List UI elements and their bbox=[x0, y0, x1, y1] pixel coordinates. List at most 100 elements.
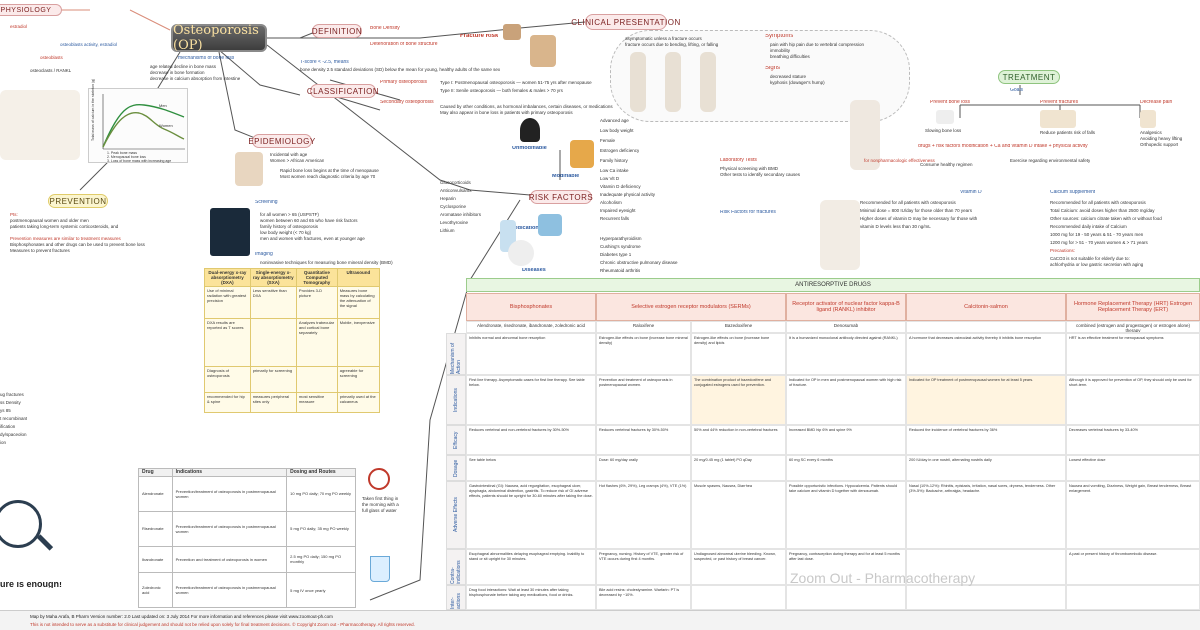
treatment-label: Treatment bbox=[1002, 72, 1056, 82]
risk-factors-bubble[interactable]: Risk Factors bbox=[528, 190, 594, 204]
adverse-cell: Hot flashes (6%, 29%), Leg cramps (4%), … bbox=[596, 481, 691, 549]
imaging-header-sxa: Single-energy x-ray absorptiometry (SXA) bbox=[249, 268, 297, 287]
adverse-cell: Possible opportunistic infections. Hypoc… bbox=[786, 481, 906, 549]
skeleton-figure bbox=[820, 200, 860, 270]
figure-silhouette-icon bbox=[520, 118, 540, 142]
xray-hand-image bbox=[210, 208, 250, 256]
water-glass-icon bbox=[370, 556, 390, 582]
row-label-text: Indications bbox=[453, 388, 459, 412]
imaging-cell: Measures bone mass by calculating the at… bbox=[336, 286, 381, 319]
indications-cell: First line therapy. Asymptomatic cases f… bbox=[466, 375, 596, 425]
vitamin-d-label: Vitamin D bbox=[960, 190, 982, 195]
drug-name: Ibandronate bbox=[138, 545, 173, 574]
risk-item: Female bbox=[600, 138, 616, 143]
col-calcitonin: Calcitonin-salmon bbox=[906, 293, 1066, 321]
tscore-label: T-score < -2.5, means bbox=[300, 60, 349, 65]
efficacy-cell: Increased BMD hip 6% and spine 9% bbox=[786, 425, 906, 455]
interactions-cell bbox=[691, 585, 786, 610]
indications-cell: Although it is approved for prevention o… bbox=[1066, 375, 1200, 425]
imaging-cell: primarily used at the calcaneus bbox=[336, 392, 381, 413]
risk-item: Estrogen deficiency bbox=[600, 148, 640, 153]
definition-bubble[interactable]: Definition bbox=[312, 24, 362, 38]
col-rankl: Receptor activator of nuclear factor kap… bbox=[786, 293, 906, 321]
imaging-cell: Analyzes trabecular and cortical bone se… bbox=[295, 318, 338, 367]
drug-name: Alendronate bbox=[138, 476, 173, 512]
imaging-cell: most sensitive measure bbox=[295, 392, 338, 413]
drug-dosing: 2.5 mg PO daily; 150 mg PO monthly bbox=[286, 545, 356, 574]
efficacy-cell: Reduces vertebral and non-vertebral frac… bbox=[466, 425, 596, 455]
drug-indication: Prevention/treatment of osteoporosis in … bbox=[171, 510, 288, 547]
watermark-text: Zoom Out - Pharmacotherapy bbox=[790, 570, 976, 586]
moa-cell: It is a humanized monoclonal antibody di… bbox=[786, 333, 906, 375]
row-label-text: Adverse Effects bbox=[453, 497, 459, 533]
adverse-cell: Gastrointestinal (GI): Nausea, acid regu… bbox=[466, 481, 596, 549]
prevention-bubble[interactable]: Prevention bbox=[48, 194, 108, 208]
risk-item: Low body weight bbox=[600, 128, 634, 133]
moa-cell: Inhibits normal and abnormal bone resorp… bbox=[466, 333, 596, 375]
risk-item: Recurrent falls bbox=[600, 216, 630, 221]
dosage-cell: See table below bbox=[466, 455, 596, 481]
classification-label: Classification bbox=[306, 86, 380, 96]
imaging-cell: recommended for hip & spine bbox=[204, 392, 251, 413]
unmodifiable-label: Unmodifiable bbox=[512, 146, 547, 151]
interactions-cell bbox=[1066, 585, 1200, 610]
example-drugs: Alendronate, risedronate, ibandronate, z… bbox=[466, 321, 596, 333]
example-drugs bbox=[906, 321, 1066, 333]
drug-indication: Prevention/treatment of osteoporosis in … bbox=[171, 572, 288, 608]
imaging-cell: Provides 3-D picture bbox=[295, 286, 338, 319]
col-label: Selective estrogen receptor modulators (… bbox=[631, 304, 751, 310]
primary-osteoporosis-label: Primary osteoporosis bbox=[380, 80, 427, 85]
body-organs-icon bbox=[508, 240, 534, 266]
risk-item: Cushing's syndrome bbox=[600, 244, 641, 249]
classification-bubble[interactable]: Classification bbox=[306, 84, 380, 98]
imaging-cell: Mobile, inexpensive bbox=[336, 318, 381, 367]
definition-label: Definition bbox=[311, 26, 363, 36]
women-label: Women bbox=[159, 123, 173, 128]
treatment-bubble[interactable]: Treatment bbox=[998, 70, 1060, 84]
pathophysiology-bubble[interactable]: PHYSIOLOGY bbox=[0, 4, 62, 16]
adverse-cell: Nasal (10%-12%): Rhinitis, epistaxis, ir… bbox=[906, 481, 1066, 549]
indications-col-header: Indications bbox=[171, 468, 288, 477]
indications-cell: Indicated for OP in men and postmenopaus… bbox=[786, 375, 906, 425]
pain-figure-icon bbox=[1140, 110, 1156, 128]
risk-item: Diabetes type 1 bbox=[600, 252, 632, 257]
imaging-cell: agreeable for screening bbox=[336, 366, 381, 393]
drug-indication: Prevention/treatment of osteoporosis in … bbox=[171, 476, 288, 512]
bone-icon bbox=[936, 110, 954, 124]
drug-name: Zoledronic acid bbox=[138, 572, 173, 608]
center-topic-osteoporosis[interactable]: Osteoporosis (OP) bbox=[171, 23, 267, 53]
col-bisphosphonates: Bisphosphonates bbox=[466, 293, 596, 321]
risk-item: Hyperparathyroidism bbox=[600, 236, 642, 241]
center-subtitle: mechanisms of bone loss bbox=[178, 56, 235, 61]
contra-cell: A past or present history of thromboembo… bbox=[1066, 549, 1200, 585]
risk-item: Impaired eyesight bbox=[600, 208, 636, 213]
pathophysiology-label: PHYSIOLOGY bbox=[0, 6, 52, 14]
risk-item: Rheumatoid arthritis bbox=[600, 268, 641, 273]
decrease-pain-label: Decrease pain bbox=[1140, 100, 1173, 105]
efficacy-cell: 50% and 44% reduction in non-vertebral f… bbox=[691, 425, 786, 455]
spine-figure-1 bbox=[630, 52, 646, 112]
prevent-bone-loss-label: Prevent bone loss bbox=[930, 100, 971, 105]
women-curve bbox=[102, 112, 185, 148]
example-drugs: Raloxifene bbox=[596, 321, 691, 333]
medication-item: Aromatase inhibitors bbox=[440, 212, 482, 217]
drug-dosing: 10 mg PO daily; 70 mg PO weekly bbox=[286, 476, 356, 512]
magnifier-logo-icon bbox=[0, 500, 42, 548]
clinical-presentation-bubble[interactable]: Clinical Presentation bbox=[571, 14, 680, 30]
medication-item: Glucocorticoids bbox=[440, 180, 471, 185]
imaging-header-dxa: Dual-energy x-ray absorptiometry (DXA) bbox=[204, 268, 251, 287]
slogan-text: ure is enough! bbox=[0, 582, 63, 588]
modifiable-label: Modifiable bbox=[552, 174, 580, 179]
spine-figure-3 bbox=[700, 52, 716, 112]
screening-label: Screening bbox=[255, 200, 278, 205]
efficacy-cell: Reduced the incidence of vertebral fract… bbox=[906, 425, 1066, 455]
goals-label: Goals bbox=[1010, 88, 1024, 93]
risk-factors-label: Risk Factors bbox=[528, 192, 594, 202]
epidemiology-bubble[interactable]: Epidemiology bbox=[248, 134, 315, 148]
chart-legend-1: 1. Peak bone mass bbox=[107, 151, 137, 155]
nonpharm-label: for nonpharmacologic effectiveness bbox=[864, 158, 935, 163]
moa-cell: Estrogen-like effects on bone (increase … bbox=[596, 333, 691, 375]
risk-item: Low Ca intake bbox=[600, 168, 629, 173]
broken-bone-icon bbox=[503, 24, 521, 40]
fracture-risk-factors-label: Risk Factors for fractures bbox=[720, 210, 776, 215]
